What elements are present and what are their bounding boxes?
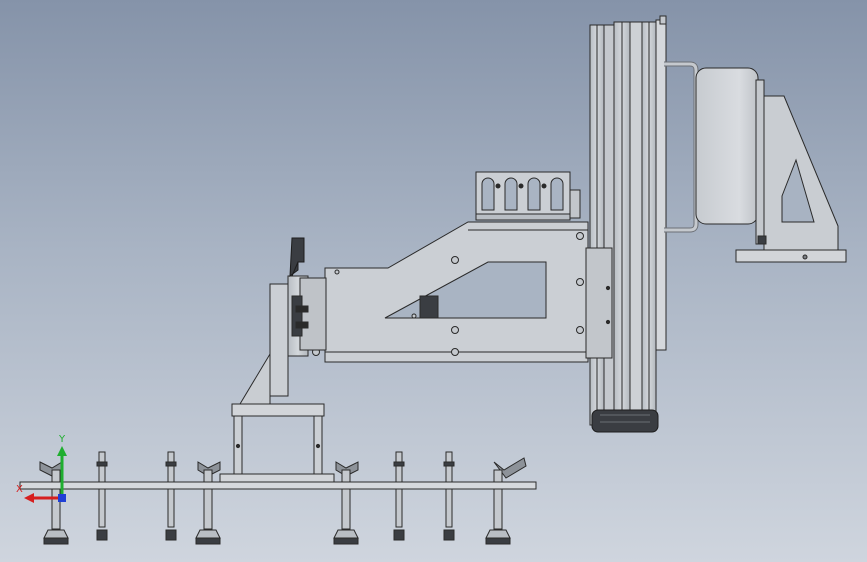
suction-cups: [39, 457, 527, 545]
rotary-joint[interactable]: [269, 275, 327, 397]
rail-bottom-cap: [591, 409, 659, 433]
vertical-linear-rail[interactable]: [589, 15, 667, 431]
gripper-frame[interactable]: [219, 403, 335, 483]
y-axis-arrowhead: [57, 446, 67, 456]
cable-clip-slots: [481, 177, 564, 211]
joint-sensor: [289, 237, 305, 278]
vacuum-pins: [96, 451, 455, 541]
vacuum-pin: [443, 451, 455, 541]
coordinate-triad: Y X: [14, 434, 74, 512]
gripper-beam[interactable]: [19, 481, 537, 490]
vacuum-pin: [393, 451, 405, 541]
motor-support-bracket[interactable]: [735, 95, 847, 263]
suction-cup: [39, 461, 69, 545]
servo-motor[interactable]: [695, 67, 765, 245]
joint-gusset: [239, 352, 271, 405]
motor-handle[interactable]: [664, 61, 699, 233]
x-axis-arrowhead: [24, 493, 34, 503]
arm-mounting-block[interactable]: [585, 247, 613, 359]
x-axis-label: X: [16, 484, 23, 495]
suction-cup: [485, 457, 527, 545]
suction-cup: [195, 461, 221, 545]
vacuum-pin: [165, 451, 177, 541]
vacuum-pin: [96, 451, 108, 541]
main-arm-plate[interactable]: [324, 221, 589, 363]
y-axis-label: Y: [59, 434, 66, 445]
suction-cup: [333, 461, 359, 545]
triad-axes-icon: [24, 446, 67, 503]
z-axis-marker: [58, 494, 66, 502]
